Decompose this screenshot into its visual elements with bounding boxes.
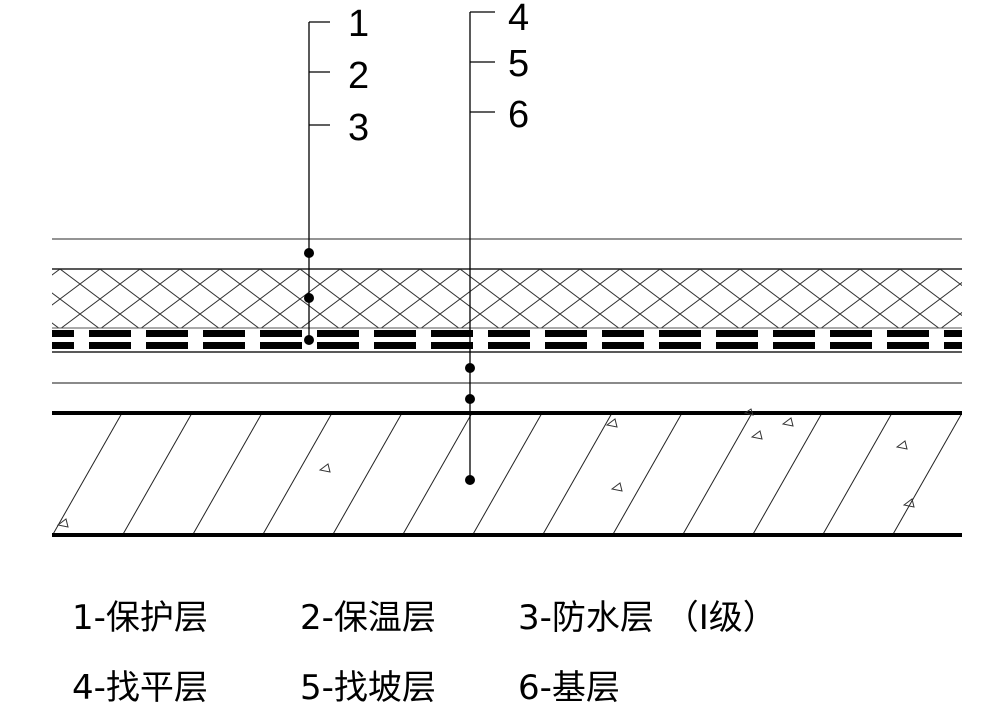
callout-1: 1	[348, 3, 369, 45]
callout-4: 4	[508, 0, 529, 39]
aggregate-marks	[56, 408, 915, 528]
legend-item-3: 3-防水层 （I级）	[518, 598, 777, 638]
callout-2: 2	[348, 55, 369, 97]
legend-item-4: 4-找平层	[72, 668, 208, 708]
callout-3: 3	[348, 107, 369, 149]
legend-item-5: 5-找坡层	[300, 668, 436, 708]
leader-line-1-3	[308, 21, 330, 340]
legend: 1-保护层 2-保温层 3-防水层 （I级） 4-找平层 5-找坡层 6-基层	[0, 0, 777, 708]
legend-item-2: 2-保温层	[300, 598, 436, 638]
legend-item-1: 1-保护层	[72, 598, 208, 638]
leader-line-4-6	[469, 11, 495, 480]
insulation-layer	[52, 269, 962, 328]
base-layer	[52, 415, 962, 534]
callout-6: 6	[508, 94, 529, 136]
callout-5: 5	[508, 43, 529, 85]
legend-item-6: 6-基层	[518, 668, 620, 708]
waterproof-layer	[52, 330, 962, 349]
